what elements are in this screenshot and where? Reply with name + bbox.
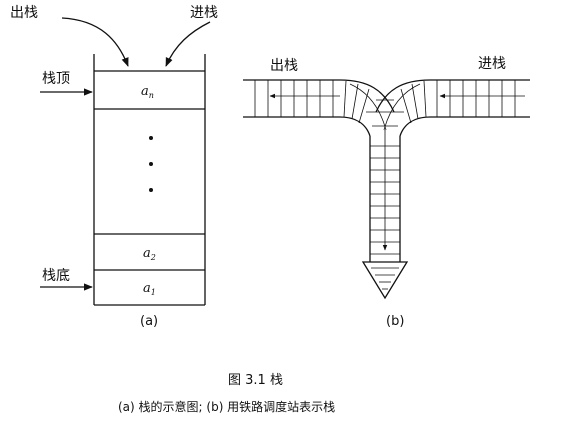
stack-container xyxy=(93,54,206,306)
panel-a-stack-diagram: 出栈 进栈 an a2 a1 栈顶 栈底 xyxy=(10,5,218,329)
stack-top-label: 栈顶 xyxy=(42,71,70,87)
right-track xyxy=(375,79,530,137)
track-end-stop xyxy=(361,261,409,300)
pop-label-a: 出栈 xyxy=(10,5,38,21)
svg-text:an: an xyxy=(141,84,154,100)
pop-arrow-a xyxy=(61,17,129,67)
panel-a-label: (a) xyxy=(140,314,158,329)
cell-1-var: a xyxy=(143,281,151,296)
ellipsis-dots xyxy=(149,136,153,192)
figure-subtitle: (a) 栈的示意图; (b) 用铁路调度站表示栈 xyxy=(118,399,335,414)
stack-cell-2: a2 xyxy=(143,246,156,262)
push-label-a: 进栈 xyxy=(190,5,218,21)
figure-title: 图 3.1 栈 xyxy=(228,373,283,388)
push-label-b: 进栈 xyxy=(478,56,506,72)
cell-top-sub: n xyxy=(149,91,154,100)
stack-cell-top: an xyxy=(141,84,154,100)
panel-b-railway-diagram: 出栈 进栈 xyxy=(243,56,530,329)
cell-top-var: a xyxy=(141,84,149,99)
left-track xyxy=(243,79,395,137)
stack-cell-1: a1 xyxy=(143,281,156,297)
svg-text:a2: a2 xyxy=(143,246,156,262)
cell-2-sub: 2 xyxy=(150,253,156,262)
pop-label-b: 出栈 xyxy=(270,58,298,74)
svg-text:a1: a1 xyxy=(143,281,156,297)
panel-b-label: (b) xyxy=(386,314,404,329)
stack-bottom-label: 栈底 xyxy=(42,268,70,284)
cell-2-var: a xyxy=(143,246,151,261)
cell-1-sub: 1 xyxy=(151,288,156,297)
junction-switch xyxy=(349,83,421,131)
push-arrow-a xyxy=(165,21,211,67)
stack-track xyxy=(361,130,409,300)
